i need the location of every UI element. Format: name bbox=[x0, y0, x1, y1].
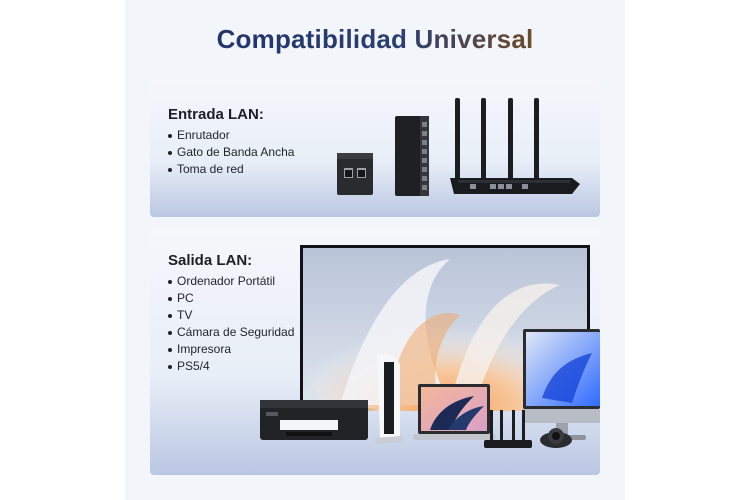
list-item: Ordenador Portátil bbox=[168, 273, 294, 290]
lan-input-list: Enrutador Gato de Banda Ancha Toma de re… bbox=[168, 127, 294, 178]
network-switch-icon bbox=[395, 116, 429, 196]
list-item: PC bbox=[168, 290, 294, 307]
lan-output-list: Ordenador Portátil PC TV Cámara de Segur… bbox=[168, 273, 294, 375]
page-title: Compatibilidad Universal bbox=[125, 24, 625, 55]
printer-icon bbox=[260, 400, 368, 440]
list-item: TV bbox=[168, 307, 294, 324]
laptop-icon bbox=[413, 384, 495, 440]
list-item: Enrutador bbox=[168, 127, 294, 144]
wifi-router-icon bbox=[450, 98, 580, 194]
lan-output-heading: Salida LAN: bbox=[168, 252, 253, 269]
list-item: Impresora bbox=[168, 341, 294, 358]
lan-input-panel: Entrada LAN: Enrutador Gato de Banda Anc… bbox=[150, 80, 600, 217]
mini-router-icon bbox=[484, 410, 532, 448]
lan-input-heading: Entrada LAN: bbox=[168, 106, 264, 123]
list-item: Toma de red bbox=[168, 161, 294, 178]
ps5-console-icon bbox=[375, 353, 403, 444]
list-item: Gato de Banda Ancha bbox=[168, 144, 294, 161]
list-item: PS5/4 bbox=[168, 358, 294, 375]
lan-output-panel: Salida LAN: Ordenador Portátil PC TV Cám… bbox=[150, 228, 600, 475]
security-camera-icon bbox=[540, 428, 572, 448]
product-infographic: Compatibilidad Universal Entrada LAN: En… bbox=[125, 0, 625, 500]
wall-jack-icon bbox=[337, 153, 373, 195]
list-item: Cámara de Seguridad bbox=[168, 324, 294, 341]
